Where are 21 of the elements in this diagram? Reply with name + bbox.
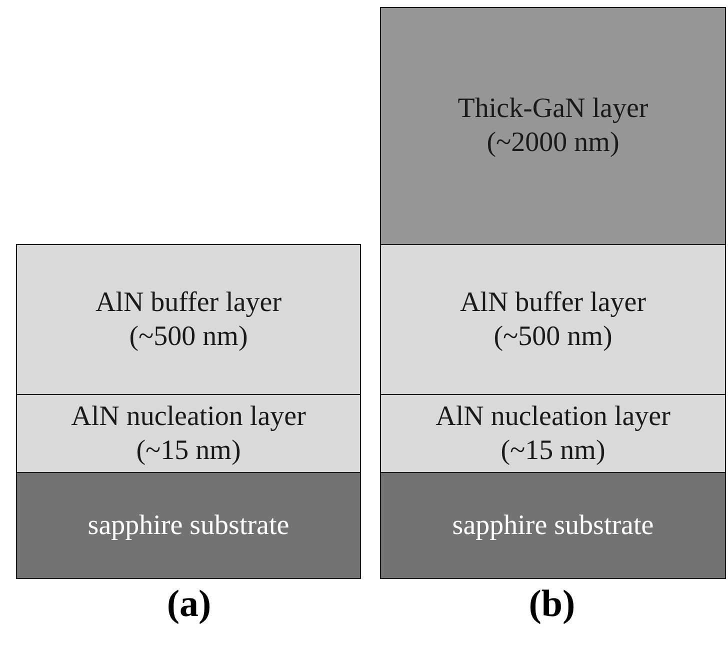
panel-label: (b) [528,584,576,624]
layer-thickness: (~15 nm) [500,434,606,468]
layer-thickness: (~500 nm) [494,320,612,354]
layer-name: AlN nucleation layer [436,400,670,434]
nucleation-layer-block [16,394,361,473]
layer-thickness: (~15 nm) [136,434,241,468]
panel-label: (a) [166,584,212,624]
gan-layer-block [380,7,726,245]
layer-name: sapphire substrate [88,508,290,542]
layer-name: sapphire substrate [452,508,654,542]
substrate-layer-block [16,472,361,579]
layer-name: Thick-GaN layer [458,92,648,126]
layer-name: AlN buffer layer [95,286,282,320]
substrate-layer-block [380,472,726,579]
layer-name: AlN buffer layer [460,286,646,320]
buffer-layer-block [380,244,726,395]
nucleation-layer-block [380,394,726,473]
buffer-layer-block [16,244,361,395]
layer-thickness: (~500 nm) [129,320,248,354]
layer-thickness: (~2000 nm) [486,126,620,160]
layer-name: AlN nucleation layer [71,400,306,434]
